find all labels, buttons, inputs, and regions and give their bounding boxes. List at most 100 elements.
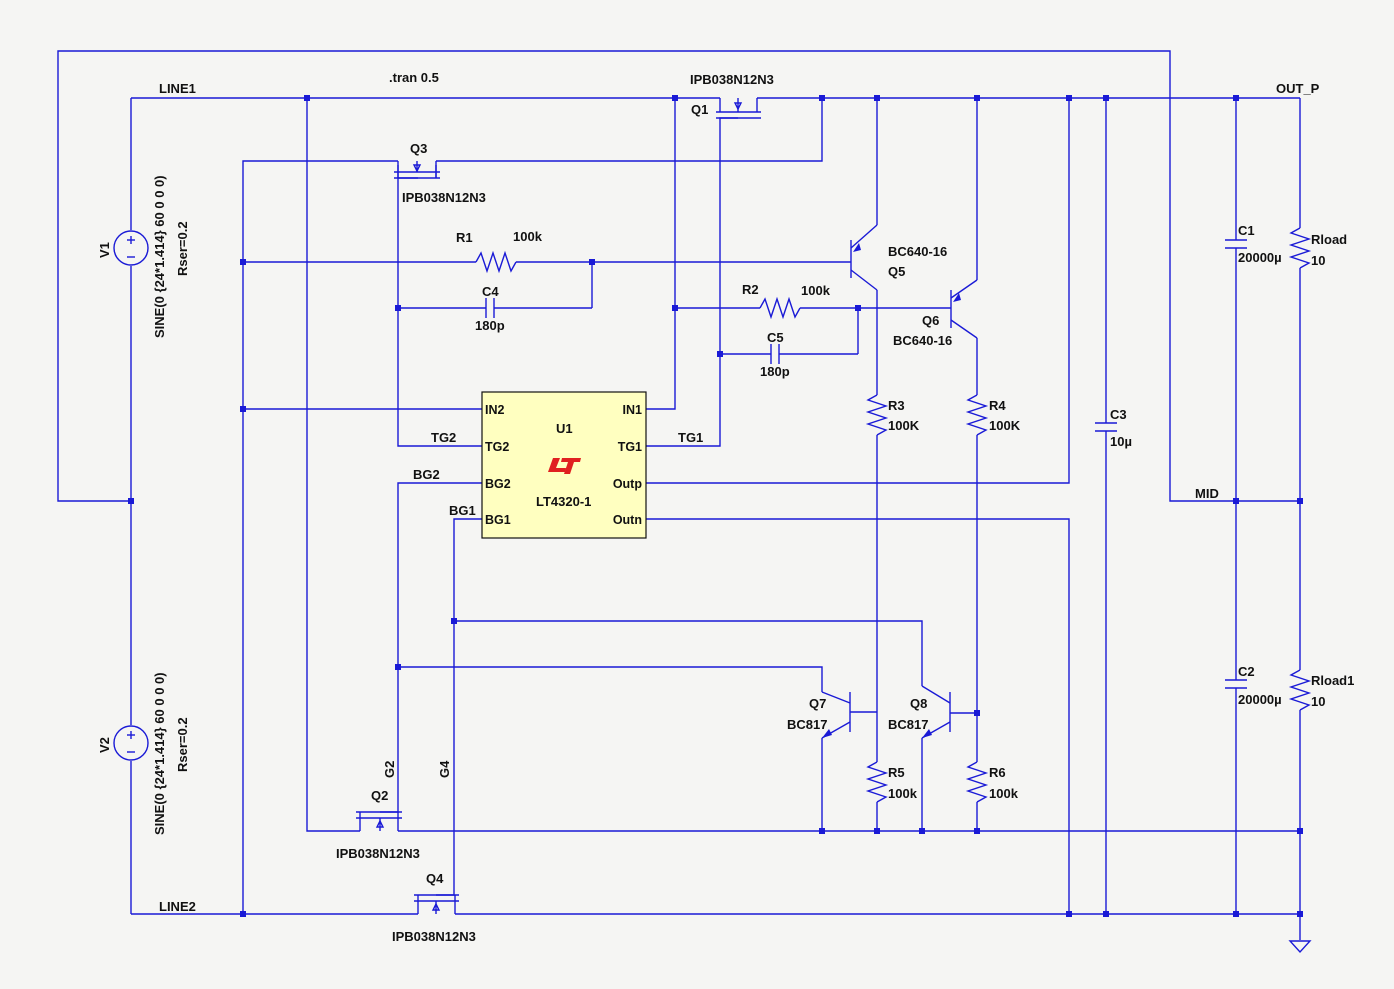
c3-value: 10µ xyxy=(1110,434,1132,449)
c1-capacitor xyxy=(1225,239,1247,249)
pin-in1: IN1 xyxy=(623,403,643,417)
pin-in2: IN2 xyxy=(485,403,505,417)
r2-resistor xyxy=(759,296,801,320)
q3-name: Q3 xyxy=(410,141,427,156)
v2-name: V2 xyxy=(97,737,112,753)
c5-name: C5 xyxy=(767,330,784,345)
lt-logo-icon xyxy=(548,458,581,474)
r4-resistor xyxy=(965,394,989,436)
q2-model: IPB038N12N3 xyxy=(336,846,420,861)
net-g4: G4 xyxy=(437,760,452,778)
net-tg1: TG1 xyxy=(678,430,703,445)
q3-model: IPB038N12N3 xyxy=(402,190,486,205)
net-line1: LINE1 xyxy=(159,81,196,96)
r3-value: 100K xyxy=(888,418,920,433)
tran-directive: .tran 0.5 xyxy=(389,70,439,85)
rload1-name: Rload1 xyxy=(1311,673,1354,688)
q8-model: BC817 xyxy=(888,717,928,732)
pin-outn: Outn xyxy=(613,513,642,527)
r3-name: R3 xyxy=(888,398,905,413)
q2-mosfet xyxy=(356,811,402,831)
c4-value: 180p xyxy=(475,318,505,333)
net-bg1: BG1 xyxy=(449,503,476,518)
q7-name: Q7 xyxy=(809,696,826,711)
c2-name: C2 xyxy=(1238,664,1255,679)
r4-value: 100K xyxy=(989,418,1021,433)
pin-tg1: TG1 xyxy=(618,440,642,454)
q3-mosfet xyxy=(394,161,440,179)
net-bg2: BG2 xyxy=(413,467,440,482)
c1-value: 20000µ xyxy=(1238,250,1282,265)
rload-resistor xyxy=(1288,227,1312,269)
r4-name: R4 xyxy=(989,398,1006,413)
q6-name: Q6 xyxy=(922,313,939,328)
q7-bjt xyxy=(821,691,851,739)
v1-source xyxy=(113,230,149,266)
ic-body xyxy=(481,391,647,539)
c1-name: C1 xyxy=(1238,223,1255,238)
r6-resistor xyxy=(965,761,989,803)
q1-mosfet xyxy=(716,98,761,119)
junction-dots xyxy=(128,95,1303,917)
rload1-value: 10 xyxy=(1311,694,1325,709)
r5-value: 100k xyxy=(888,786,918,801)
labels: .tran 0.5 LINE1 LINE2 OUT_P MID TG1 TG2 … xyxy=(97,70,1354,944)
q4-name: Q4 xyxy=(426,871,444,886)
v2-source xyxy=(113,725,149,761)
net-tg2: TG2 xyxy=(431,430,456,445)
net-g2: G2 xyxy=(382,761,397,778)
r5-resistor xyxy=(865,761,889,803)
r5-name: R5 xyxy=(888,765,905,780)
net-mid: MID xyxy=(1195,486,1219,501)
u1-part: LT4320-1 xyxy=(536,494,591,509)
net-line2: LINE2 xyxy=(159,899,196,914)
v1-name: V1 xyxy=(97,242,112,258)
q7-model: BC817 xyxy=(787,717,827,732)
q1-model: IPB038N12N3 xyxy=(690,72,774,87)
q6-model: BC640-16 xyxy=(893,333,952,348)
r2-value: 100k xyxy=(801,283,831,298)
q6-bjt xyxy=(950,279,978,339)
q4-model: IPB038N12N3 xyxy=(392,929,476,944)
rload-value: 10 xyxy=(1311,253,1325,268)
c5-capacitor xyxy=(770,344,780,364)
r1-value: 100k xyxy=(513,229,543,244)
v2-rser: Rser=0.2 xyxy=(175,717,190,772)
q8-name: Q8 xyxy=(910,696,927,711)
c5-value: 180p xyxy=(760,364,790,379)
q1-name: Q1 xyxy=(691,102,708,117)
v1-rser: Rser=0.2 xyxy=(175,221,190,276)
v1-value: SINE(0 {24*1.414} 60 0 0 0) xyxy=(152,175,167,338)
c3-name: C3 xyxy=(1110,407,1127,422)
r3-resistor xyxy=(865,394,889,436)
rload1-resistor xyxy=(1288,669,1312,711)
v2-value: SINE(0 {24*1.414} 60 0 0 0) xyxy=(152,672,167,835)
q5-bjt xyxy=(850,224,878,291)
u1-ic xyxy=(481,391,647,539)
c4-name: C4 xyxy=(482,284,499,299)
q5-name: Q5 xyxy=(888,264,905,279)
q5-model: BC640-16 xyxy=(888,244,947,259)
r6-value: 100k xyxy=(989,786,1019,801)
q2-name: Q2 xyxy=(371,788,388,803)
rload-name: Rload xyxy=(1311,232,1347,247)
q8-bjt xyxy=(921,685,951,739)
c4-capacitor xyxy=(485,298,495,318)
pin-bg1: BG1 xyxy=(485,513,511,527)
c2-value: 20000µ xyxy=(1238,692,1282,707)
r1-name: R1 xyxy=(456,230,473,245)
r6-name: R6 xyxy=(989,765,1006,780)
wires xyxy=(57,50,1301,940)
pin-tg2: TG2 xyxy=(485,440,509,454)
u1-name: U1 xyxy=(556,421,573,436)
r2-name: R2 xyxy=(742,282,759,297)
q4-mosfet xyxy=(414,894,459,914)
ground-icon xyxy=(1288,940,1312,954)
pin-outp: Outp xyxy=(613,477,643,491)
c3-capacitor xyxy=(1095,422,1117,432)
net-out-p: OUT_P xyxy=(1276,81,1320,96)
pin-bg2: BG2 xyxy=(485,477,511,491)
r1-resistor xyxy=(475,250,517,274)
